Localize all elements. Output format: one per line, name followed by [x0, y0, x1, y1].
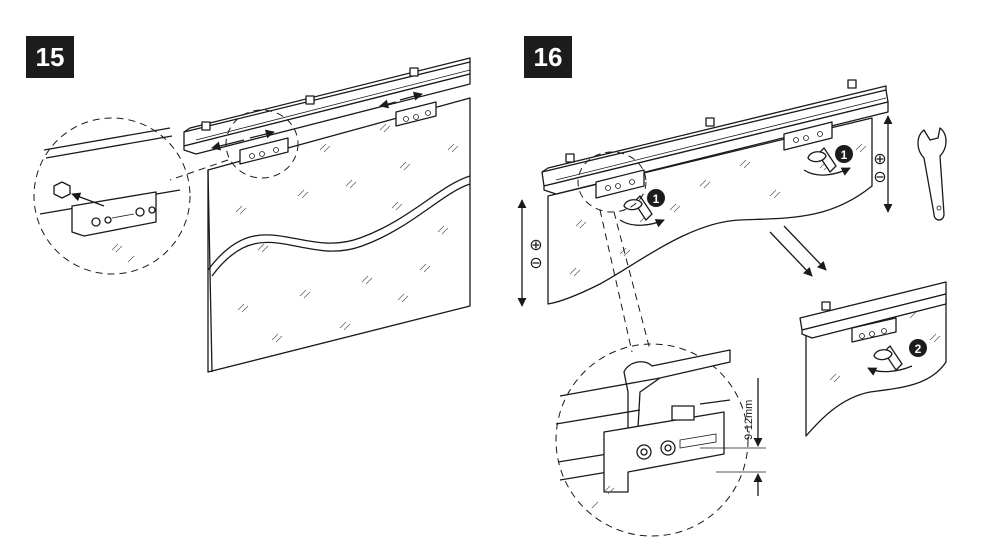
panel-clamp-right-16: [783, 121, 833, 151]
panel-break-line: [207, 175, 471, 271]
wrench-icon: [917, 127, 947, 221]
arrow-icon: [249, 129, 275, 139]
glass-hatching-16: [569, 143, 867, 277]
plus-sign-left: ⊕: [529, 237, 542, 254]
step-15-badge: 15: [26, 36, 74, 78]
step-15-illustration: [33, 57, 471, 373]
arrow-icon: [769, 225, 827, 277]
panel-clamp-left-15: [239, 137, 289, 165]
callout-2-label: 2: [915, 342, 922, 356]
adjust-wrench-icon: [619, 195, 665, 228]
gap-dimension-label: 9-12mm: [743, 400, 755, 440]
detail-view-16: [555, 343, 749, 537]
glass-panel-15: [207, 97, 471, 373]
callout-1-left-label: 1: [653, 192, 660, 206]
callout-2: 2: [909, 339, 927, 357]
height-adjust-right: ⊕ ⊖: [873, 115, 893, 213]
detail-leader-15: [169, 159, 229, 181]
result-panel-16: [799, 281, 947, 437]
arrow-icon: [379, 99, 397, 109]
arrow-icon: [211, 139, 245, 151]
adjust-wrench-icon: [867, 345, 913, 376]
callout-1-right-label: 1: [841, 148, 848, 162]
height-adjust-left: ⊕ ⊖: [517, 199, 543, 307]
minus-sign-right: ⊖: [873, 169, 886, 186]
arrow-icon: [399, 91, 423, 101]
callout-1-right: 1: [835, 145, 853, 163]
glass-panel-16: [547, 117, 873, 305]
detail-highlight-15: [225, 109, 299, 179]
minus-sign-left: ⊖: [529, 255, 542, 272]
panel-clamp-right-15: [395, 101, 437, 127]
panel-clamp-left-16: [595, 169, 645, 199]
step-16-badge: 16: [524, 36, 572, 78]
detail-highlight-16: [577, 151, 647, 213]
detail-view-15: [33, 117, 191, 275]
callout-1-left: 1: [647, 189, 665, 207]
ceiling-rail-16: [541, 79, 889, 195]
adjust-wrench-icon: [803, 147, 851, 176]
step-16-illustration: 1 1 ⊕ ⊖ ⊕ ⊖: [517, 79, 947, 537]
ceiling-rail-15: [183, 57, 471, 155]
glass-hatching-15: [235, 123, 459, 343]
detail-leader-16: [599, 209, 633, 353]
plus-sign-right: ⊕: [873, 151, 886, 168]
gap-dimension-16: 9-12mm: [700, 378, 766, 496]
